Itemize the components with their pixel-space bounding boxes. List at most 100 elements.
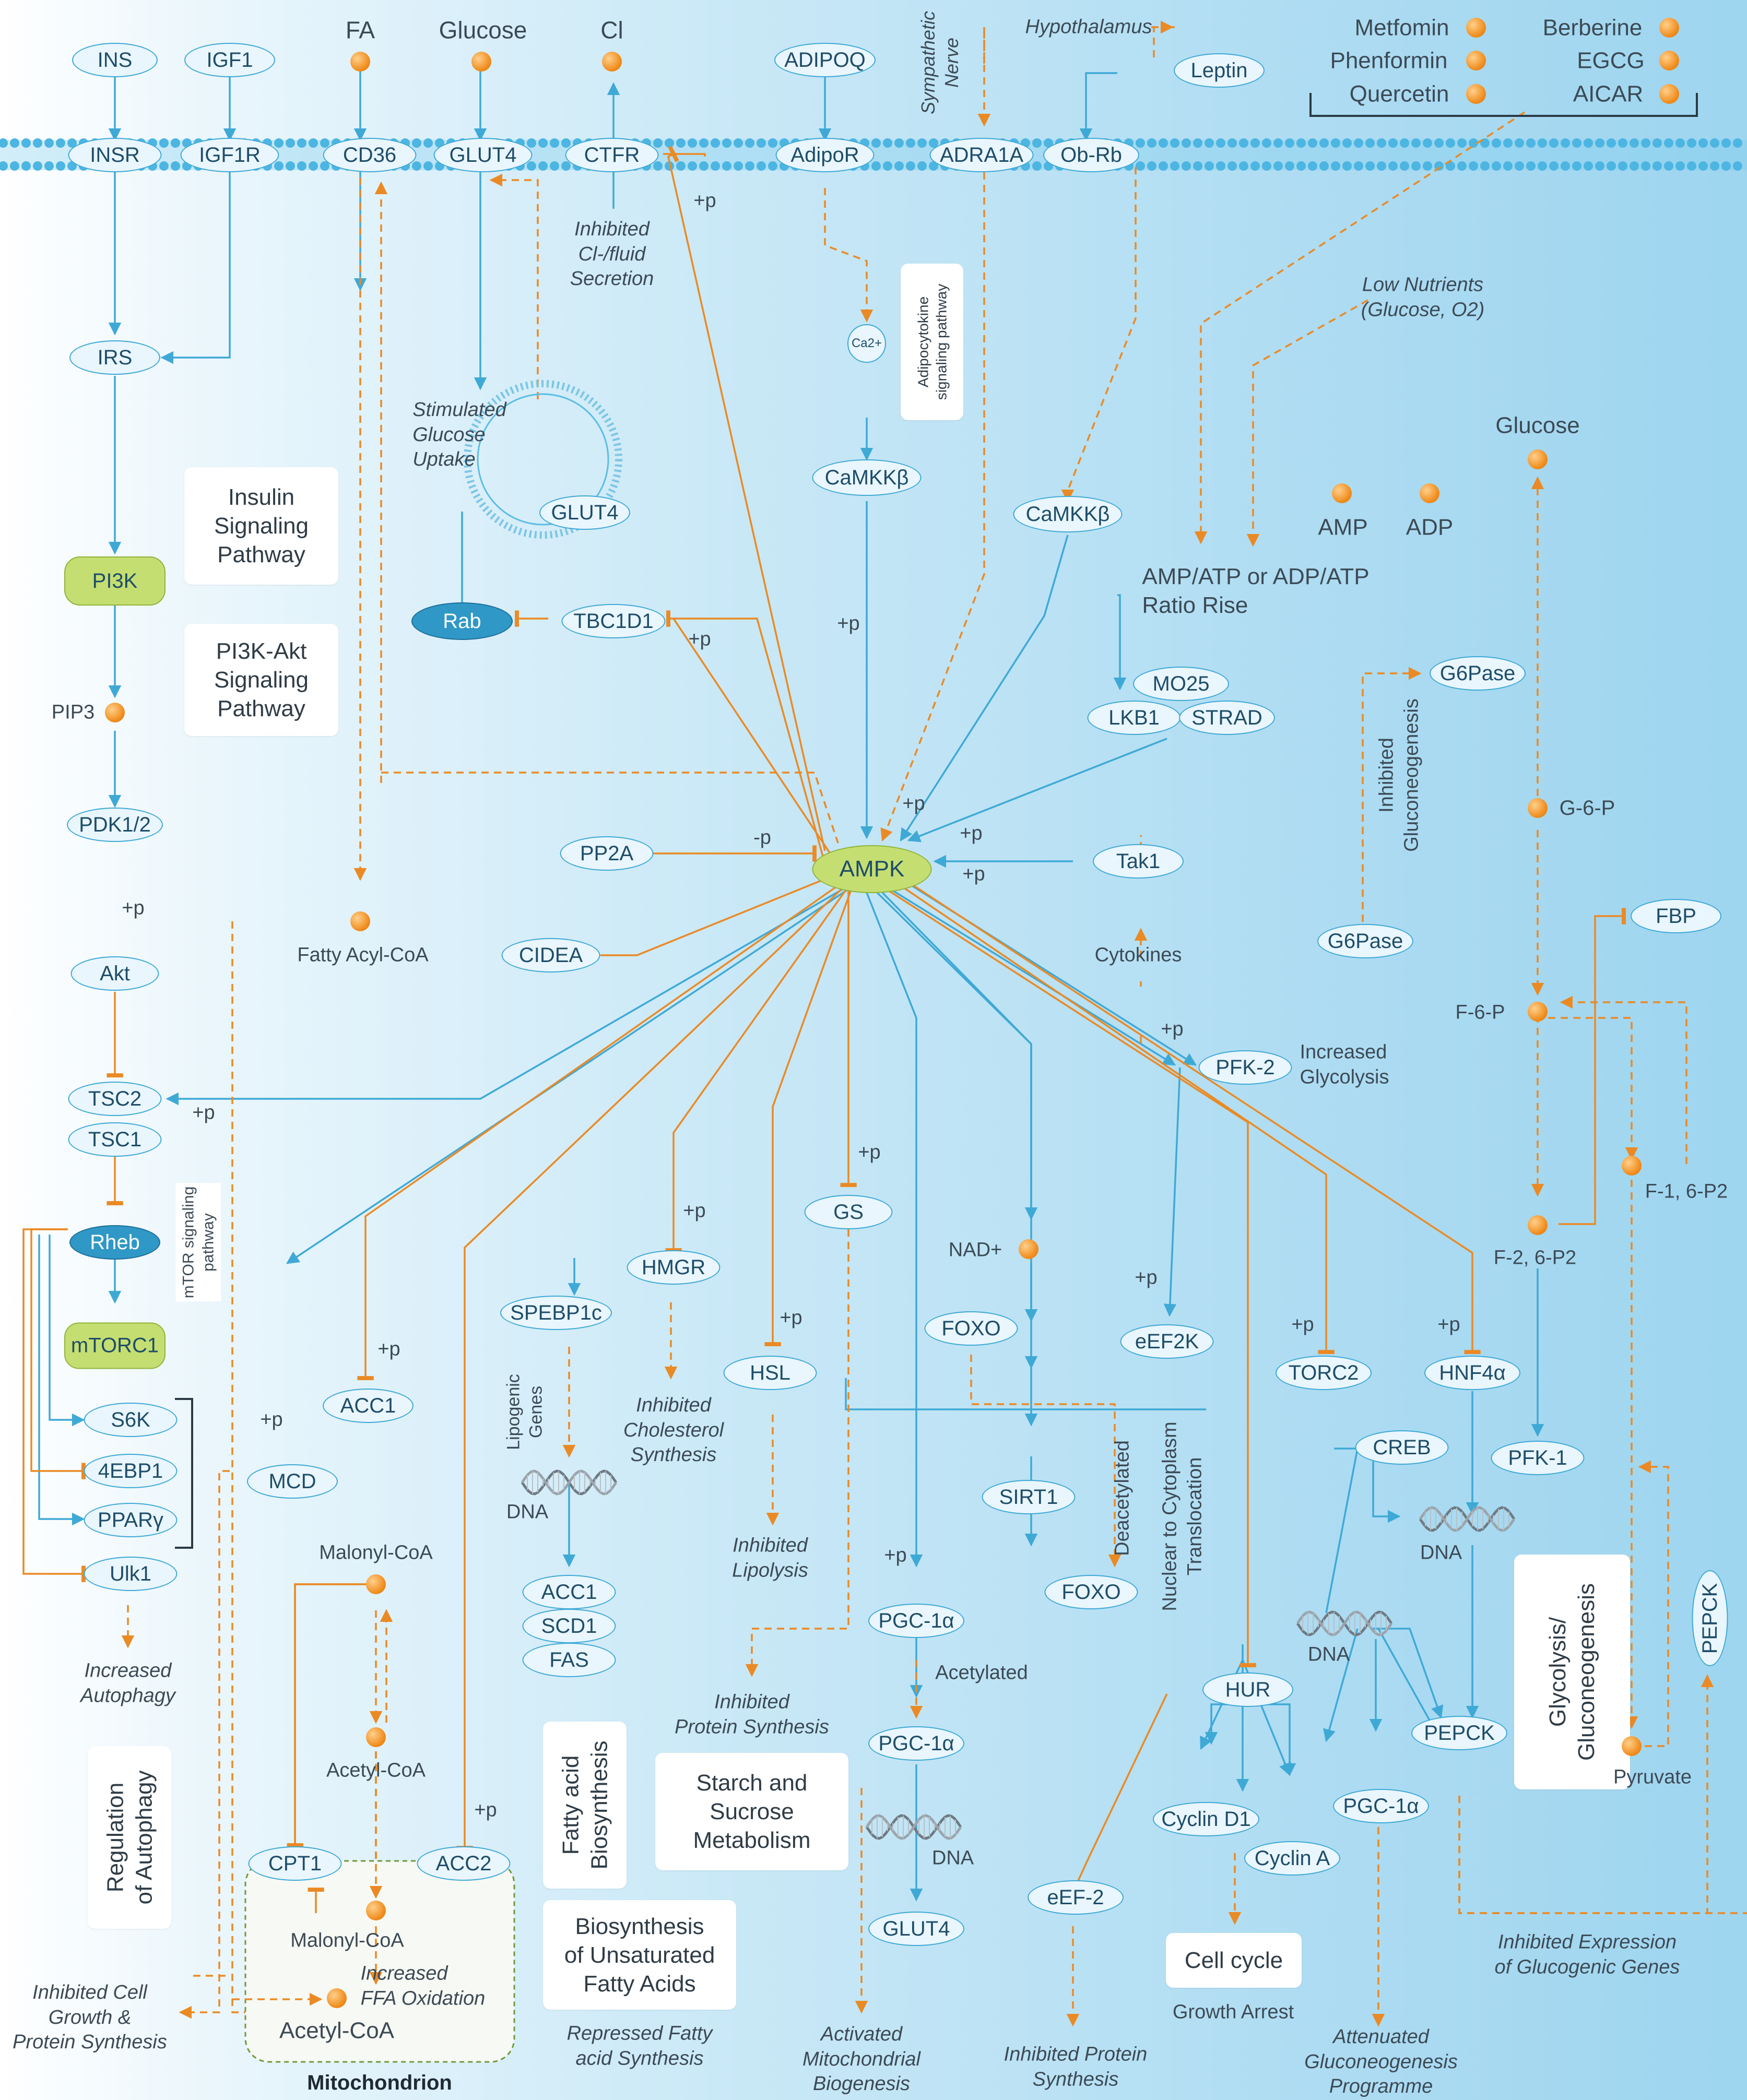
gs-node[interactable]: GS [804, 1195, 893, 1229]
ppar-node[interactable]: PPARγ [84, 1503, 178, 1537]
hnf4-p-label: +p [1437, 1313, 1460, 1336]
pgc1-node-1[interactable]: PGC-1α [868, 1604, 964, 1638]
akt-node[interactable]: Akt [70, 956, 159, 991]
cytokines-label: Cytokines [1094, 944, 1182, 966]
eef2k-node[interactable]: eEF2K [1120, 1324, 1214, 1359]
adp-dot [1420, 483, 1439, 503]
pepck-node-1[interactable]: PEPCK [1411, 1716, 1507, 1750]
obrb-receptor[interactable]: Ob-Rb [1043, 138, 1139, 172]
ampk-node[interactable]: AMPK [812, 845, 932, 893]
pfk1-node[interactable]: PFK-1 [1491, 1441, 1585, 1475]
low-nutrients-label: Low Nutrients (Glucose, O2) [1361, 274, 1485, 321]
torc2-node[interactable]: TORC2 [1276, 1356, 1372, 1390]
fatty-acyl-coa-label: Fatty Acyl-CoA [297, 944, 429, 966]
nad-dot [1019, 1239, 1038, 1259]
g6pase-node-1[interactable]: G6Pase [1430, 656, 1526, 691]
hsl-node[interactable]: HSL [723, 1356, 817, 1390]
fbp-node[interactable]: FBP [1631, 899, 1721, 933]
tbc1d1-node[interactable]: TBC1D1 [561, 604, 666, 638]
foxo-node-1[interactable]: FOXO [924, 1311, 1018, 1346]
acc1b-node[interactable]: ACC1 [522, 1575, 616, 1609]
pyruvate-label: Pyruvate [1613, 1766, 1692, 1788]
pi3k-akt-pathway-box[interactable]: PI3K-Akt Signaling Pathway [184, 624, 338, 736]
autophagy-box[interactable]: Regulation of Autophagy [88, 1746, 171, 1929]
cpt1-node[interactable]: CPT1 [248, 1846, 342, 1881]
pgc1-node-2[interactable]: PGC-1α [868, 1726, 964, 1761]
ratio-rise-label: AMP/ATP or ADP/ATP Ratio Rise [1142, 564, 1370, 618]
4ebp1-node[interactable]: 4EBP1 [84, 1454, 178, 1488]
cell-cycle-box[interactable]: Cell cycle [1166, 1933, 1302, 1988]
lkb1-node[interactable]: LKB1 [1087, 701, 1181, 735]
adipoq-node[interactable]: ADIPOQ [774, 43, 876, 77]
camkkb-right-node[interactable]: CaMKKβ [1013, 496, 1123, 532]
s6k-node[interactable]: S6K [84, 1403, 178, 1437]
acc1-node[interactable]: ACC1 [323, 1389, 414, 1423]
ins-node[interactable]: INS [72, 43, 158, 77]
insulin-pathway-box[interactable]: Insulin Signaling Pathway [184, 467, 338, 585]
ulk1-node[interactable]: Ulk1 [84, 1557, 178, 1591]
glut4-vesicle-node[interactable]: GLUT4 [539, 495, 630, 530]
pdk-node[interactable]: PDK1/2 [67, 808, 163, 842]
mo25-node[interactable]: MO25 [1133, 667, 1229, 701]
ctfr-p-label: +p [693, 189, 716, 212]
deacetylated-label: Deacetylated [1111, 1440, 1134, 1556]
hmgr-node[interactable]: HMGR [627, 1250, 721, 1285]
acc2-node[interactable]: ACC2 [417, 1846, 511, 1881]
camkkb-left-node[interactable]: CaMKKβ [812, 459, 922, 496]
tsc1-node[interactable]: TSC1 [68, 1122, 162, 1157]
rheb-node[interactable]: Rheb [69, 1225, 160, 1260]
ctfr-receptor[interactable]: CTFR [565, 138, 659, 172]
sirt1-node[interactable]: SIRT1 [982, 1480, 1076, 1514]
tak1-node[interactable]: Tak1 [1093, 844, 1184, 879]
eef2-node[interactable]: eEF-2 [1028, 1880, 1124, 1915]
acetyl-coa-label-1: Acetyl-CoA [326, 1759, 426, 1782]
cyclin-a-node[interactable]: Cyclin A [1244, 1841, 1340, 1876]
leptin-node[interactable]: Leptin [1174, 53, 1265, 88]
rab-node[interactable]: Rab [411, 602, 513, 640]
mcd-p-label: +p [260, 1408, 283, 1431]
creb-node[interactable]: CREB [1355, 1430, 1449, 1465]
spebp1c-node[interactable]: SPEBP1c [500, 1296, 612, 1330]
irs-node[interactable]: IRS [69, 340, 160, 375]
igf1-node[interactable]: IGF1 [184, 43, 275, 77]
fas-node[interactable]: FAS [522, 1643, 616, 1677]
inhibited-cl-label: Inhibited Cl-/fluid Secretion [570, 218, 654, 290]
inhibited-expr-label: Inhibited Expression of Glucogenic Genes [1494, 1931, 1680, 1978]
hur-node[interactable]: HUR [1202, 1672, 1293, 1707]
tsc2-p-label: +p [192, 1101, 215, 1124]
g6pase-node-2[interactable]: G6Pase [1317, 924, 1413, 958]
unsat-box[interactable]: Biosynthesis of Unsaturated Fatty Acids [543, 1900, 736, 2010]
pgc1-node-3[interactable]: PGC-1α [1333, 1789, 1429, 1823]
adra1a-receptor[interactable]: ADRA1A [929, 138, 1034, 172]
pepck-node-2[interactable]: PEPCK [1692, 1570, 1728, 1666]
hsl-p-label: +p [780, 1307, 802, 1329]
pp2a-node[interactable]: PP2A [560, 836, 654, 871]
pi3k-node[interactable]: PI3K [64, 556, 166, 606]
cd36-receptor[interactable]: CD36 [323, 138, 417, 172]
malonyl-dot-1 [366, 1574, 386, 1594]
insr-receptor[interactable]: INSR [68, 138, 162, 172]
mtorc1-node[interactable]: mTORC1 [64, 1322, 166, 1369]
strad-node[interactable]: STRAD [1179, 701, 1275, 735]
ca-node[interactable]: Ca2+ [847, 324, 886, 363]
glut4-node-2[interactable]: GLUT4 [868, 1912, 964, 1946]
cyclin-d1-node[interactable]: Cyclin D1 [1153, 1802, 1259, 1836]
starch-box[interactable]: Starch and Sucrose Metabolism [655, 1753, 848, 1870]
fatty-acid-box[interactable]: Fatty acid Biosynthesis [543, 1722, 627, 1889]
f6p-label: F-6-P [1455, 1001, 1505, 1024]
glucose-right-dot [1528, 449, 1548, 469]
scd1-node[interactable]: SCD1 [522, 1609, 616, 1643]
nad-label: NAD+ [948, 1239, 1002, 1261]
adipor-receptor[interactable]: AdipoR [775, 138, 875, 172]
foxo-node-2[interactable]: FOXO [1044, 1575, 1138, 1609]
igf1r-receptor[interactable]: IGF1R [180, 138, 279, 172]
cidea-node[interactable]: CIDEA [501, 938, 600, 972]
mcd-node[interactable]: MCD [247, 1464, 338, 1499]
inhibited-lipolysis-label: Inhibited Lipolysis [732, 1534, 808, 1582]
glycolysis-box[interactable]: Glycolysis/ Gluconeogenesis [1514, 1555, 1630, 1789]
tsc2-node[interactable]: TSC2 [68, 1082, 162, 1116]
pfk2-node[interactable]: PFK-2 [1198, 1050, 1292, 1085]
hnf4-node[interactable]: HNF4α [1424, 1356, 1520, 1390]
glut4-receptor[interactable]: GLUT4 [433, 138, 533, 172]
glucose-right-label: Glucose [1495, 412, 1580, 438]
